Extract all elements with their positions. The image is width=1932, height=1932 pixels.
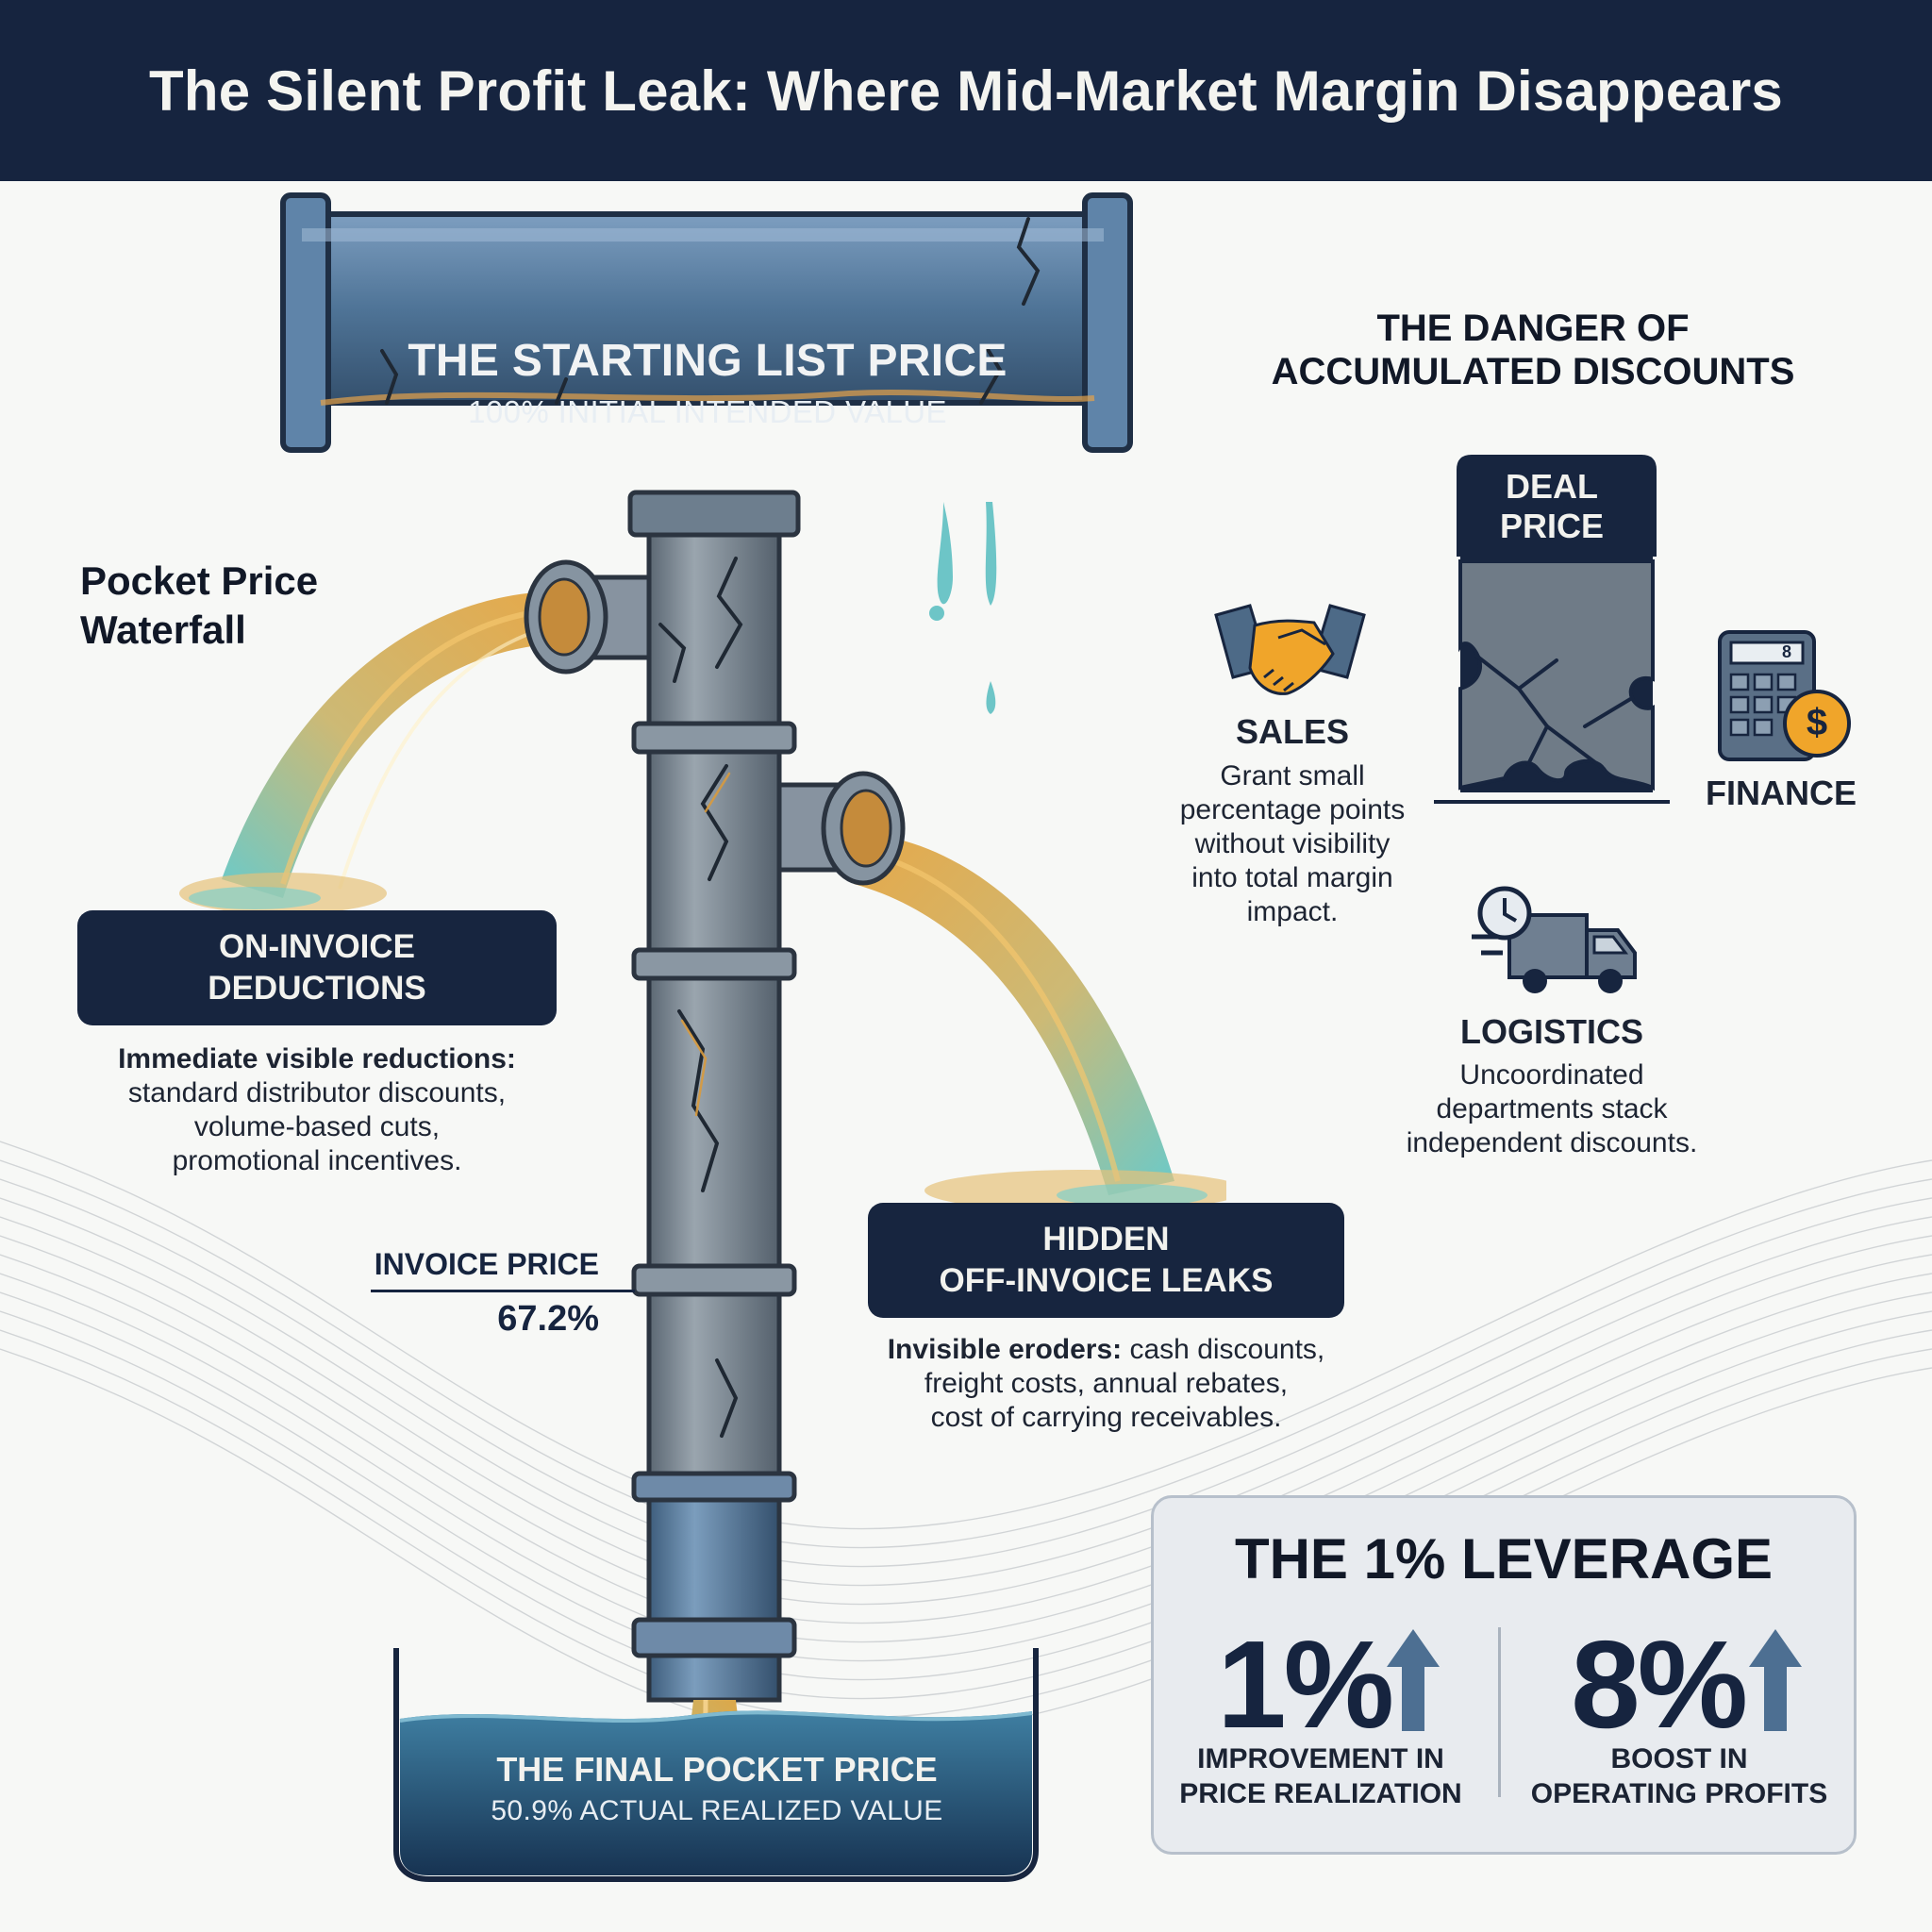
list-price-title: THE STARTING LIST PRICE [408,336,1008,386]
calculator-icon [1718,630,1851,761]
on-invoice-description: Immediate visible reductions: standard d… [118,1043,516,1176]
leverage-left-caption: IMPROVEMENT IN PRICE REALIZATION [1179,1743,1462,1809]
list-price-block: THE STARTING LIST PRICE 100% INITIAL INT… [321,335,1094,430]
arrow-up-icon [1387,1629,1440,1731]
handshake-icon [1214,604,1366,695]
invoice-price-value: 67.2% [497,1299,599,1339]
invoice-price-label: INVOICE PRICE [374,1247,599,1281]
leverage-title: THE 1% LEVERAGE [1234,1527,1774,1591]
waterfall-label: Pocket Price Waterfall [80,558,319,652]
invoice-price-line [371,1290,635,1292]
off-invoice-description: Invisible eroders: cash discounts, freig… [887,1334,1325,1433]
off-invoice-label: HIDDEN OFF-INVOICE LEAKS [868,1203,1344,1318]
leverage-left-value: 1% [1217,1615,1394,1754]
leverage-panel [1151,1495,1857,1855]
delivery-truck-icon [1472,886,1637,993]
pocket-price-block: THE FINAL POCKET PRICE 50.9% ACTUAL REAL… [406,1750,1028,1827]
page-title: The Silent Profit Leak: Where Mid-Market… [149,58,1783,123]
leverage-right-value: 8% [1571,1615,1748,1754]
background-waves [0,1141,1932,1738]
on-invoice-label: ON-INVOICE DEDUCTIONS [77,910,557,1025]
pocket-price-title: THE FINAL POCKET PRICE [496,1750,938,1789]
pocket-price-subtitle: 50.9% ACTUAL REALIZED VALUE [491,1795,943,1826]
list-price-subtitle: 100% INITIAL INTENDED VALUE [468,394,947,429]
sales-label: SALES [1235,712,1350,751]
invoice-price-block: INVOICE PRICE [368,1247,599,1282]
danger-title: THE DANGER OF ACCUMULATED DISCOUNTS [1271,308,1795,392]
title-banner: The Silent Profit Leak: Where Mid-Market… [0,0,1932,181]
finance-label: FINANCE [1706,774,1857,812]
arrow-up-icon [1749,1629,1802,1731]
deal-price-label: DEAL PRICE [1499,467,1605,545]
deal-price-baseline [1434,800,1670,804]
logistics-label: LOGISTICS [1459,1012,1643,1051]
leverage-divider [1498,1627,1501,1797]
logistics-description: Uncoordinated departments stack independ… [1406,1059,1698,1158]
deal-price-graphic [1457,455,1657,792]
pipe-illustration [179,192,1226,1882]
leverage-right-caption: BOOST IN OPERATING PROFITS [1530,1743,1828,1809]
sales-description: Grant small percentage points without vi… [1179,760,1406,927]
dollar-coin-icon: $ [1806,702,1828,743]
calculator-display: 8 [1781,642,1791,661]
